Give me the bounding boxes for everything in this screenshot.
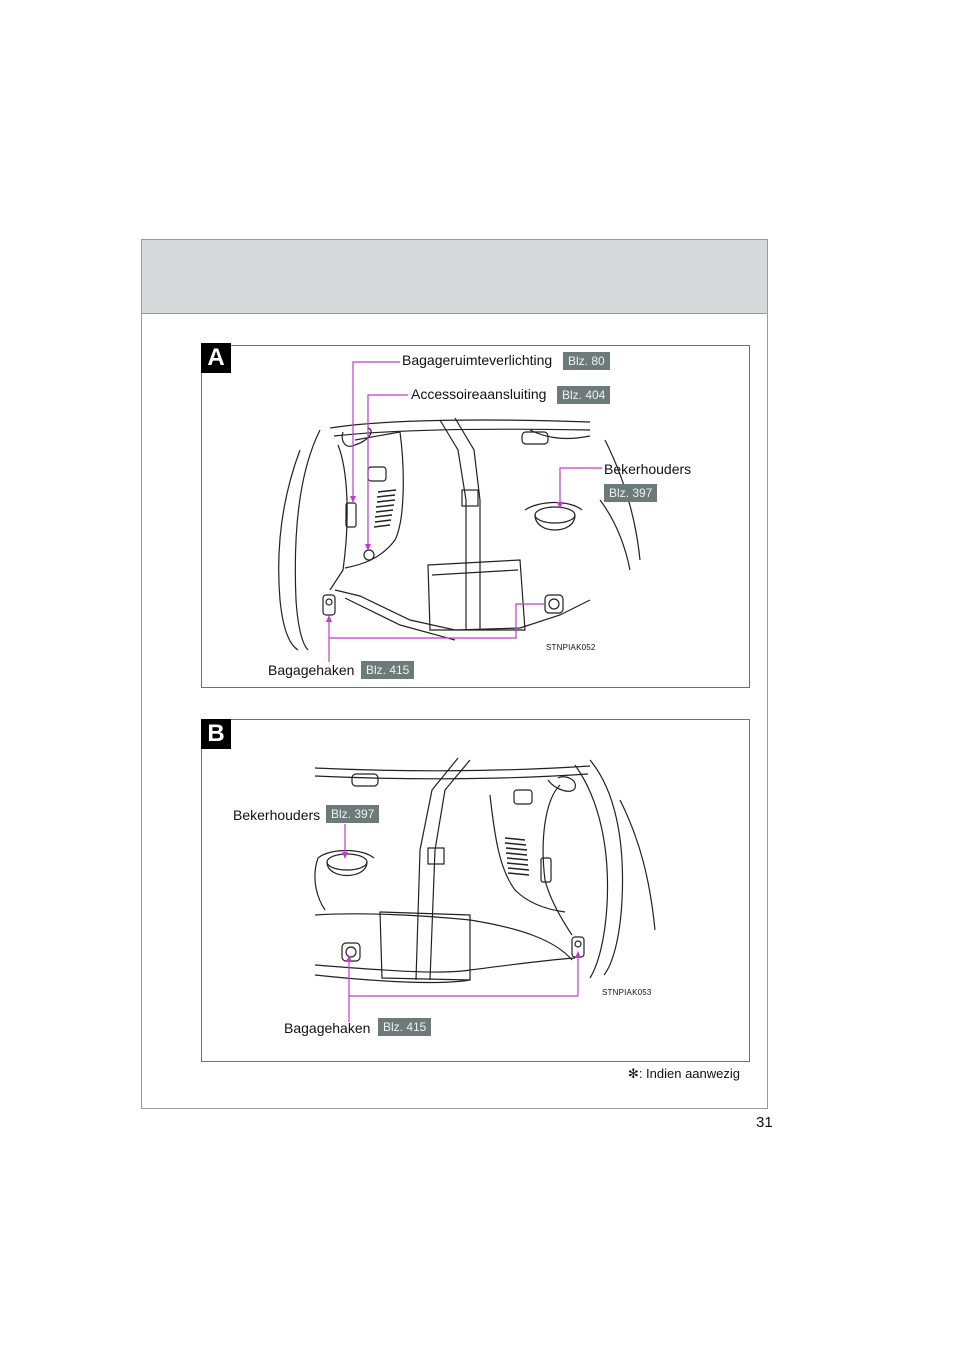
panel-b-letter: B	[201, 719, 231, 749]
image-code-b: STNPIAK053	[602, 988, 652, 997]
image-code-a: STNPIAK052	[546, 643, 596, 652]
footnote: ✻: Indien aanwezig	[628, 1066, 740, 1082]
footnote-text: : Indien aanwezig	[638, 1066, 740, 1081]
panel-a	[201, 345, 750, 688]
label-luggage-hooks-b: Bagagehaken	[284, 1020, 371, 1036]
panel-a-letter: A	[201, 343, 231, 373]
ref-luggage-light[interactable]: Blz. 80	[563, 352, 610, 370]
label-luggage-light: Bagageruimteverlichting	[402, 352, 553, 368]
label-cupholders-a: Bekerhouders	[604, 461, 692, 477]
asterisk-icon: ✻	[627, 1066, 639, 1081]
ref-luggage-hooks-b[interactable]: Blz. 415	[378, 1018, 432, 1036]
page-frame	[141, 239, 768, 1109]
ref-cupholders-b[interactable]: Blz. 397	[326, 805, 380, 823]
label-cupholders-b: Bekerhouders	[233, 807, 321, 823]
ref-accessory-socket[interactable]: Blz. 404	[557, 386, 611, 404]
ref-luggage-hooks-a[interactable]: Blz. 415	[361, 661, 415, 679]
label-accessory-socket: Accessoireaansluiting	[411, 386, 547, 402]
label-luggage-hooks-a: Bagagehaken	[268, 662, 355, 678]
page-number: 31	[756, 1114, 773, 1131]
panel-b	[201, 719, 750, 1062]
ref-cupholders-a[interactable]: Blz. 397	[604, 484, 658, 502]
header-band	[141, 239, 768, 314]
